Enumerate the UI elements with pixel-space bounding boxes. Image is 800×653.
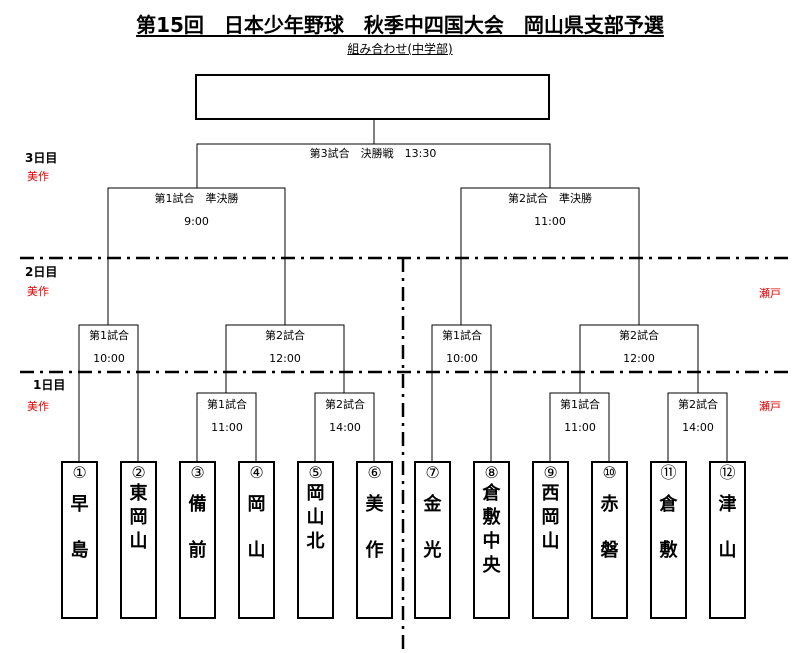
team-name-char: 岡 <box>306 483 325 504</box>
team-name-char: 早 <box>70 494 89 515</box>
team-box-12: ⑫ 津 山 <box>709 461 746 619</box>
team-name-char: 作 <box>365 540 384 561</box>
d2-left-2-time: 12:00 <box>269 352 301 365</box>
team-number: ⑫ <box>719 463 736 482</box>
team-box-5: ⑤ 岡 山 北 <box>297 461 334 619</box>
day-2-venue-left: 美作 <box>27 285 49 298</box>
team-box-6: ⑥ 美 作 <box>356 461 393 619</box>
team-number: ⑧ <box>484 463 499 482</box>
team-box-11: ⑪ 倉 敷 <box>650 461 687 619</box>
team-number: ④ <box>249 463 264 482</box>
team-name-char: 島 <box>70 540 89 561</box>
team-name-char: 北 <box>306 531 325 552</box>
team-number: ① <box>72 463 87 482</box>
semi1-time: 9:00 <box>184 215 209 228</box>
team-name-char: 前 <box>188 540 207 561</box>
team-number: ② <box>131 463 146 482</box>
team-name-char: 中 <box>482 531 501 552</box>
team-name-char: 光 <box>423 540 442 561</box>
team-name-char: 美 <box>365 494 384 515</box>
d1-right-1-label: 第1試合 <box>560 398 600 411</box>
team-number: ⑩ <box>602 463 617 482</box>
team-number: ⑦ <box>425 463 440 482</box>
semi2-match-label: 第2試合 準決勝 <box>508 192 592 205</box>
team-box-10: ⑩ 赤 磐 <box>591 461 628 619</box>
team-name-char: 東 <box>129 483 148 504</box>
d1-left-2-time: 14:00 <box>329 421 361 434</box>
day-3-label: 3日目 <box>25 151 58 165</box>
team-name-char: 倉 <box>659 494 678 515</box>
team-name-char: 西 <box>541 483 560 504</box>
team-name-char: 山 <box>247 540 266 561</box>
d2-right-2-label: 第2試合 <box>619 329 659 342</box>
team-box-7: ⑦ 金 光 <box>414 461 451 619</box>
day-1-venue-left: 美作 <box>27 400 49 413</box>
d1-left-2-label: 第2試合 <box>325 398 365 411</box>
page-subtitle: 組み合わせ(中学部) <box>347 42 453 56</box>
day-2-label: 2日目 <box>25 265 58 279</box>
day-3-venue-left: 美作 <box>27 170 49 183</box>
team-box-9: ⑨ 西 岡 山 <box>532 461 569 619</box>
d1-right-2-time: 14:00 <box>682 421 714 434</box>
team-number: ⑤ <box>308 463 323 482</box>
d2-left-2-label: 第2試合 <box>265 329 305 342</box>
team-box-1: ① 早 島 <box>61 461 98 619</box>
team-name-char: 備 <box>188 494 207 515</box>
team-name-char: 央 <box>482 555 501 576</box>
team-box-3: ③ 備 前 <box>179 461 216 619</box>
team-name-char: 磐 <box>600 540 619 561</box>
team-number: ⑥ <box>367 463 382 482</box>
champion-box <box>195 74 550 120</box>
final-match-label: 第3試合 決勝戦 13:30 <box>309 147 437 160</box>
day-1-label: 1日目 <box>33 378 66 392</box>
team-name-char: 金 <box>423 494 442 515</box>
team-name-char: 岡 <box>247 494 266 515</box>
d2-right-1-time: 10:00 <box>446 352 478 365</box>
team-name-char: 津 <box>718 494 737 515</box>
team-name-char: 岡 <box>541 507 560 528</box>
d1-left-1-time: 11:00 <box>211 421 243 434</box>
team-name-char: 山 <box>129 531 148 552</box>
team-number: ⑪ <box>660 463 677 482</box>
d1-right-2-label: 第2試合 <box>678 398 718 411</box>
team-number: ⑨ <box>543 463 558 482</box>
team-name-char: 敷 <box>482 507 501 528</box>
team-number: ③ <box>190 463 205 482</box>
team-box-2: ② 東 岡 山 <box>120 461 157 619</box>
semi1-match-label: 第1試合 準決勝 <box>154 192 239 205</box>
team-name-char: 赤 <box>600 494 619 515</box>
team-name-char: 山 <box>718 540 737 561</box>
team-name-char: 山 <box>541 531 560 552</box>
d2-right-1-label: 第1試合 <box>442 329 482 342</box>
team-name-char: 岡 <box>129 507 148 528</box>
team-name-char: 倉 <box>482 483 501 504</box>
d2-right-2-time: 12:00 <box>623 352 655 365</box>
d1-right-1-time: 11:00 <box>564 421 596 434</box>
team-box-8: ⑧ 倉 敷 中 央 <box>473 461 510 619</box>
day-2-venue-right: 瀬戸 <box>759 287 781 300</box>
day-1-venue-right: 瀬戸 <box>759 400 781 413</box>
d2-left-1-time: 10:00 <box>93 352 125 365</box>
d1-left-1-label: 第1試合 <box>207 398 247 411</box>
team-name-char: 山 <box>306 507 325 528</box>
semi2-time: 11:00 <box>534 215 566 228</box>
team-box-4: ④ 岡 山 <box>238 461 275 619</box>
d2-left-1-label: 第1試合 <box>89 329 129 342</box>
team-name-char: 敷 <box>659 540 678 561</box>
page-title: 第15回 日本少年野球 秋季中四国大会 岡山県支部予選 <box>136 13 664 37</box>
